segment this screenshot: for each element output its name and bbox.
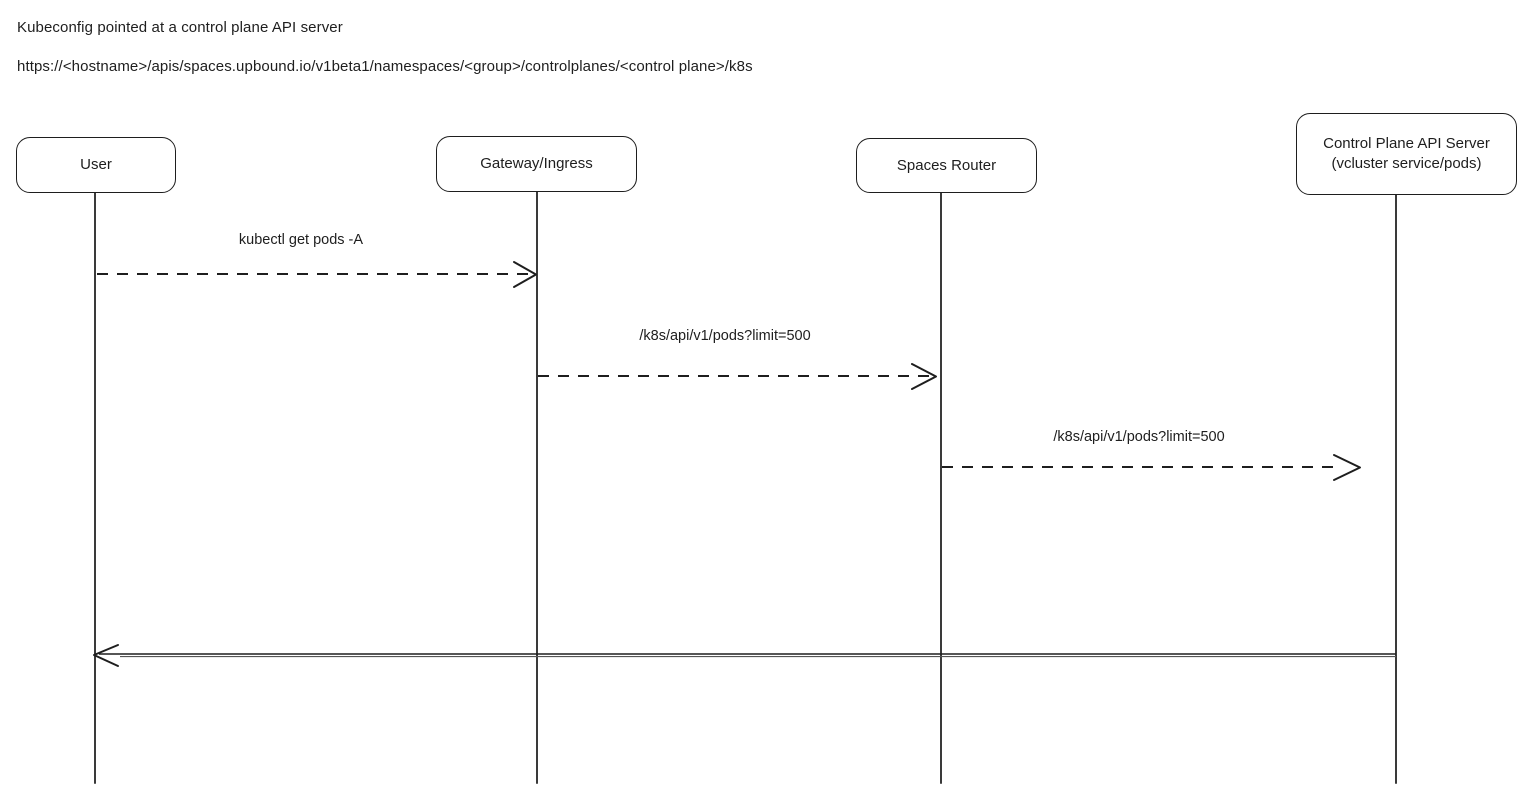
participant-gateway-ingress-label: Gateway/Ingress [480, 155, 593, 172]
arrow-gateway-to-spaces-router [538, 363, 937, 390]
lifelines-group [94, 191, 1397, 784]
participant-control-plane-api-server[interactable]: Control Plane API Server (vcluster servi… [1296, 113, 1517, 195]
participant-gateway-ingress[interactable]: Gateway/Ingress [436, 136, 637, 192]
participant-user-label: User [80, 156, 112, 173]
message-label-router-to-control-plane: /k8s/api/v1/pods?limit=500 [1053, 429, 1225, 445]
arrow-router-to-control-plane [942, 454, 1361, 481]
participant-spaces-router-label: Spaces Router [896, 156, 997, 174]
participant-user[interactable]: User [16, 137, 176, 193]
note-api-server-url-text: https://<hostname>/apis/spaces.upbound.i… [17, 58, 753, 75]
participant-spaces-router[interactable]: Spaces Router [856, 138, 1037, 193]
message-label-kubectl-get-pods: kubectl get pods -A [238, 232, 364, 248]
arrow-response-to-user [93, 644, 1396, 667]
note-kubeconfig-text: Kubeconfig pointed at a control plane AP… [17, 19, 343, 36]
participant-control-plane-api-server-label: Control Plane API Server (vcluster servi… [1323, 135, 1490, 172]
message-label-gateway-to-spaces-router: /k8s/api/v1/pods?limit=500 [639, 328, 811, 344]
arrow-kubectl-get-pods [97, 261, 537, 288]
